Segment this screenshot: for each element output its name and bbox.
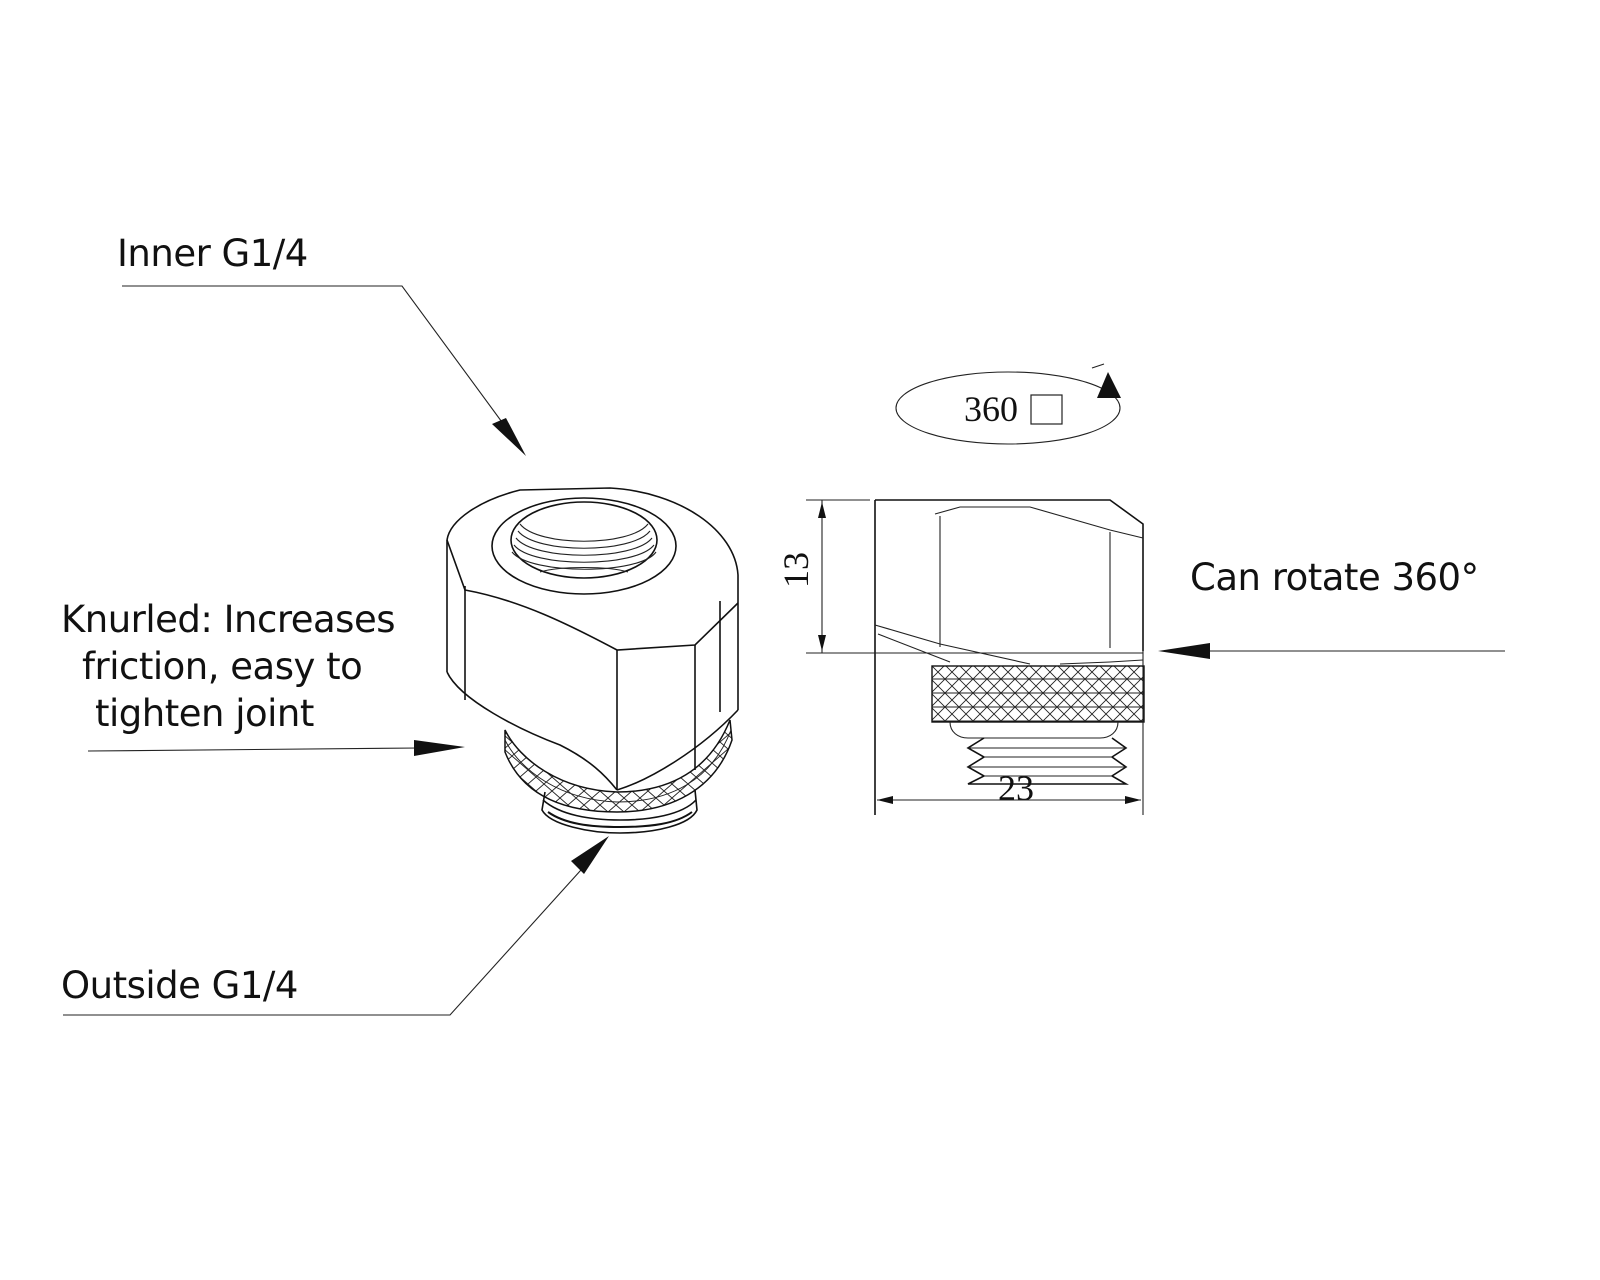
rotation-symbol <box>895 363 1121 445</box>
knurled-arrowhead <box>414 740 465 756</box>
side-knurl-band <box>931 665 1145 723</box>
outside-thread-label: Outside G1/4 <box>61 964 298 1007</box>
isometric-knurl <box>504 719 733 813</box>
rotation-arrowhead-icon <box>1097 372 1121 398</box>
knurled-label-line1: Knurled: Increases <box>61 598 396 641</box>
rotate-label: Can rotate 360° <box>1190 556 1479 599</box>
isometric-fitting-view <box>446 487 739 834</box>
width-dimension <box>877 651 1144 815</box>
inner-thread-rings <box>511 523 657 573</box>
rotate-leader <box>1158 643 1505 659</box>
outside-thread-arrowhead <box>571 836 609 874</box>
side-elevation-view <box>806 499 1145 815</box>
rotation-degrees: 360 <box>964 389 1018 429</box>
knurled-leader <box>87 740 465 756</box>
inner-thread-leader <box>122 285 526 456</box>
height-dimension <box>806 499 1143 654</box>
side-thread <box>966 737 1130 785</box>
inner-thread-label: Inner G1/4 <box>117 232 308 275</box>
rotation-text: 360 <box>964 391 1018 427</box>
rotate-arrowhead <box>1158 643 1210 659</box>
inner-thread-arrowhead <box>492 418 526 456</box>
missing-glyph-box <box>1030 394 1063 425</box>
outside-thread-stub <box>541 789 698 834</box>
knurled-label-line2: friction, easy to <box>82 645 363 688</box>
knurled-label-line3: tighten joint <box>95 692 314 735</box>
outside-thread-leader <box>63 836 609 1016</box>
